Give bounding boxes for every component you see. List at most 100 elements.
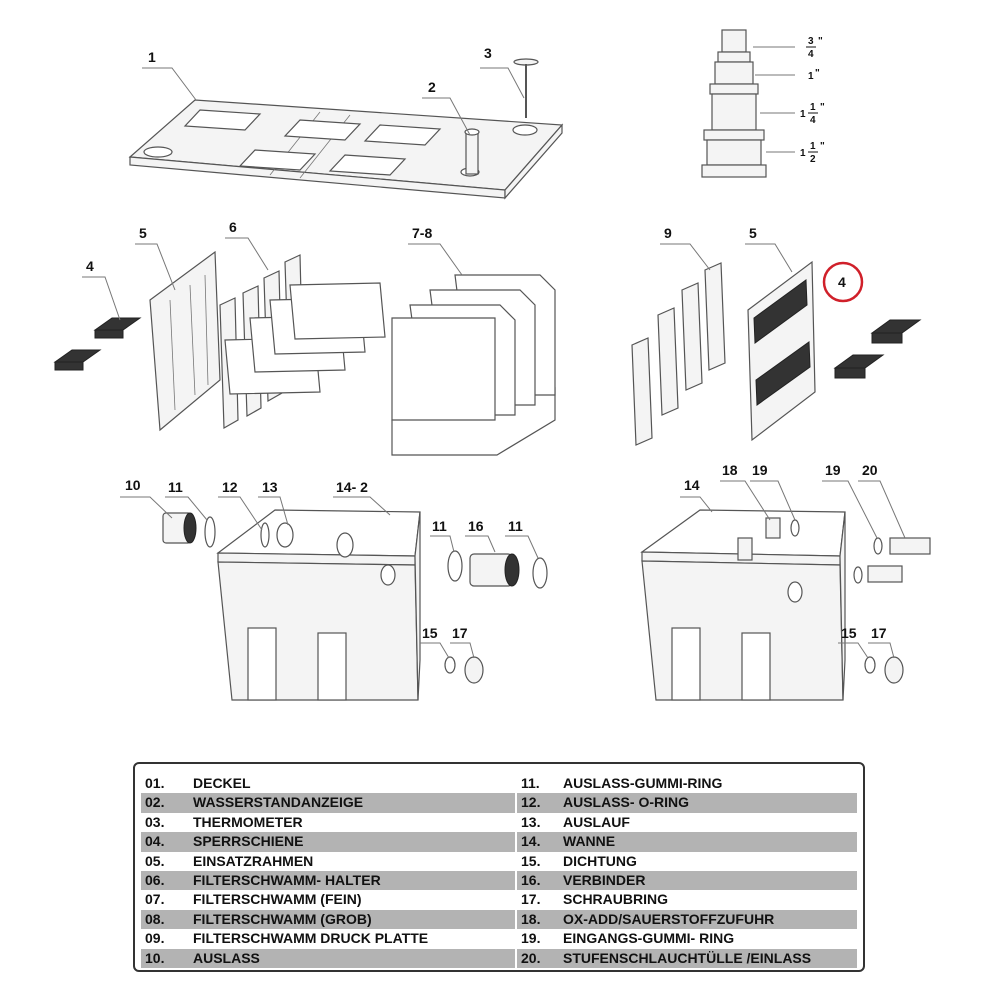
inch-mark: " bbox=[820, 102, 825, 113]
filter-grids-part bbox=[224, 282, 386, 395]
insert-frame-right bbox=[747, 260, 816, 442]
callout-label: 18 bbox=[722, 462, 738, 478]
legend-text: EINGANGS-GUMMI- RING bbox=[563, 930, 735, 947]
callout-label: 15 bbox=[841, 625, 857, 641]
callout-label: 3 bbox=[484, 45, 492, 61]
legend-row: 17. SCHRAUBRING bbox=[517, 890, 857, 909]
inch-mark: " bbox=[820, 141, 825, 152]
legend-text: DECKEL bbox=[193, 775, 251, 791]
callout-label: 6 bbox=[229, 219, 237, 235]
callout-label: 17 bbox=[452, 625, 468, 641]
size-denominator: 2 bbox=[810, 154, 816, 165]
callout-label: 5 bbox=[749, 225, 757, 241]
callout-label: 13 bbox=[262, 479, 278, 495]
legend-number: 09. bbox=[145, 930, 165, 947]
legend-number: 06. bbox=[145, 871, 165, 888]
legend-row: 01.DECKEL bbox=[141, 774, 515, 793]
size-denominator: 4 bbox=[810, 115, 816, 126]
callout-label: 16 bbox=[468, 518, 484, 534]
legend-text: FILTERSCHWAMM (GROB) bbox=[193, 910, 372, 927]
hose-tail-part bbox=[701, 29, 767, 178]
legend-row: 13. AUSLAUF bbox=[517, 813, 857, 832]
callout-label: 2 bbox=[428, 79, 436, 95]
legend-number: 19. bbox=[521, 930, 541, 947]
legend-row: 03. THERMOMETER bbox=[141, 813, 515, 832]
legend-number: 18. bbox=[521, 910, 541, 927]
leader-lines bbox=[82, 46, 906, 659]
legend-number: 03. bbox=[145, 813, 165, 830]
legend-text: STUFENSCHLAUCHTÜLLE /EINLASS bbox=[563, 949, 812, 966]
filter-sponges-part bbox=[391, 274, 556, 456]
legend-row: 16. VERBINDER bbox=[517, 870, 857, 891]
legend-row: 04.SPERRSCHIENE bbox=[141, 832, 515, 852]
size-numerator: 1 bbox=[810, 141, 816, 152]
legend-text: DICHTUNG bbox=[563, 852, 637, 869]
legend-text: WASSERSTANDANZEIGE bbox=[193, 794, 364, 811]
callout-label: 14- 2 bbox=[336, 479, 368, 495]
legend-number: 14. bbox=[521, 833, 541, 850]
legend-row: 09.FILTERSCHWAMM DRUCK PLATTE bbox=[141, 929, 515, 948]
callout-label: 17 bbox=[871, 625, 887, 641]
legend-row: 08. FILTERSCHWAMM (GROB) bbox=[141, 909, 515, 930]
legend-row: 05.EINSATZRAHMEN bbox=[141, 852, 515, 871]
legend-number: 10. bbox=[145, 949, 165, 966]
callout-label: 11 bbox=[432, 518, 447, 534]
legend-text: AUSLAUF bbox=[563, 813, 630, 830]
callout-label: 1 bbox=[148, 49, 156, 65]
legend-row: 02.WASSERSTANDANZEIGE bbox=[141, 793, 515, 813]
tank-right bbox=[640, 509, 846, 701]
legend-number: 13. bbox=[521, 813, 541, 830]
callout-label: 7-8 bbox=[412, 225, 432, 241]
legend-number: 07. bbox=[145, 891, 165, 908]
insert-frame-left bbox=[149, 250, 221, 432]
callout-label: 20 bbox=[862, 462, 878, 478]
legend-row: 06.FILTERSCHWAMM- HALTER bbox=[141, 870, 515, 891]
legend-row: 11. AUSLASS-GUMMI-RING bbox=[517, 774, 857, 793]
legend-text: AUSLASS-GUMMI-RING bbox=[563, 775, 723, 791]
hose-size-one: 1 " bbox=[808, 68, 820, 82]
legend-text: OX-ADD/SAUERSTOFFZUFUHR bbox=[563, 910, 775, 927]
size-numerator: 3 bbox=[808, 36, 814, 47]
legend-text: THERMOMETER bbox=[193, 813, 303, 830]
legend-row: 10. AUSLASS bbox=[141, 948, 515, 968]
legend-text: WANNE bbox=[563, 833, 616, 850]
legend-number: 15. bbox=[521, 852, 541, 869]
legend-number: 05. bbox=[145, 852, 165, 869]
callout-label: 9 bbox=[664, 225, 672, 241]
legend-number: 20. bbox=[521, 949, 541, 966]
size-whole: 1 bbox=[800, 148, 806, 159]
legend-number: 17. bbox=[521, 891, 541, 908]
legend-row: 19. EINGANGS-GUMMI- RING bbox=[517, 929, 857, 948]
legend-row: 12.AUSLASS- O-RING bbox=[517, 793, 857, 813]
legend-number: 16. bbox=[521, 871, 541, 888]
callout-label: 4 bbox=[838, 274, 846, 290]
legend-row: 14. WANNE bbox=[517, 832, 857, 852]
legend-text: AUSLASS bbox=[193, 949, 260, 966]
inlet-parts-right bbox=[765, 517, 931, 684]
legend-number: 12. bbox=[521, 794, 541, 811]
locking-rail-left bbox=[53, 317, 142, 371]
legend-text: VERBINDER bbox=[563, 871, 646, 888]
legend-number: 11. bbox=[521, 775, 540, 791]
size-whole: 1 bbox=[800, 109, 806, 120]
size-numerator: 1 bbox=[810, 102, 816, 113]
parts-legend: 01.DECKEL 02.WASSERSTANDANZEIGE 03. THERM… bbox=[133, 762, 865, 972]
thermometer-part bbox=[513, 58, 539, 118]
hose-size-labels: 3 4 " 1 " 1 1 4 " 1 1 2 " bbox=[800, 36, 825, 165]
callout-label: 4 bbox=[86, 258, 94, 274]
inch-mark: " bbox=[818, 36, 823, 47]
legend-text: SPERRSCHIENE bbox=[193, 833, 304, 850]
legend-text: SCHRAUBRING bbox=[563, 891, 668, 908]
callout-labels: 1 2 3 4 5 6 7-8 9 5 4 10 11 12 13 14- 2 … bbox=[86, 45, 887, 641]
callout-label: 10 bbox=[125, 477, 141, 493]
exploded-parts-diagram: 1 2 3 4 5 6 7-8 9 5 4 10 11 12 13 14- 2 … bbox=[53, 29, 931, 701]
callout-label: 19 bbox=[825, 462, 841, 478]
callout-label: 14 bbox=[684, 477, 700, 493]
legend-number: 08. bbox=[145, 910, 165, 927]
pressure-plates-part bbox=[631, 262, 726, 446]
tank-left bbox=[216, 509, 421, 701]
hose-size-one-half: 1 1 2 " bbox=[800, 141, 825, 165]
legend-row: 15. DICHTUNG bbox=[517, 852, 857, 871]
legend-column-right: 11. AUSLASS-GUMMI-RING 12.AUSLASS- O-RING… bbox=[517, 774, 857, 968]
legend-row: 07.FILTERSCHWAMM (FEIN) bbox=[141, 890, 515, 909]
